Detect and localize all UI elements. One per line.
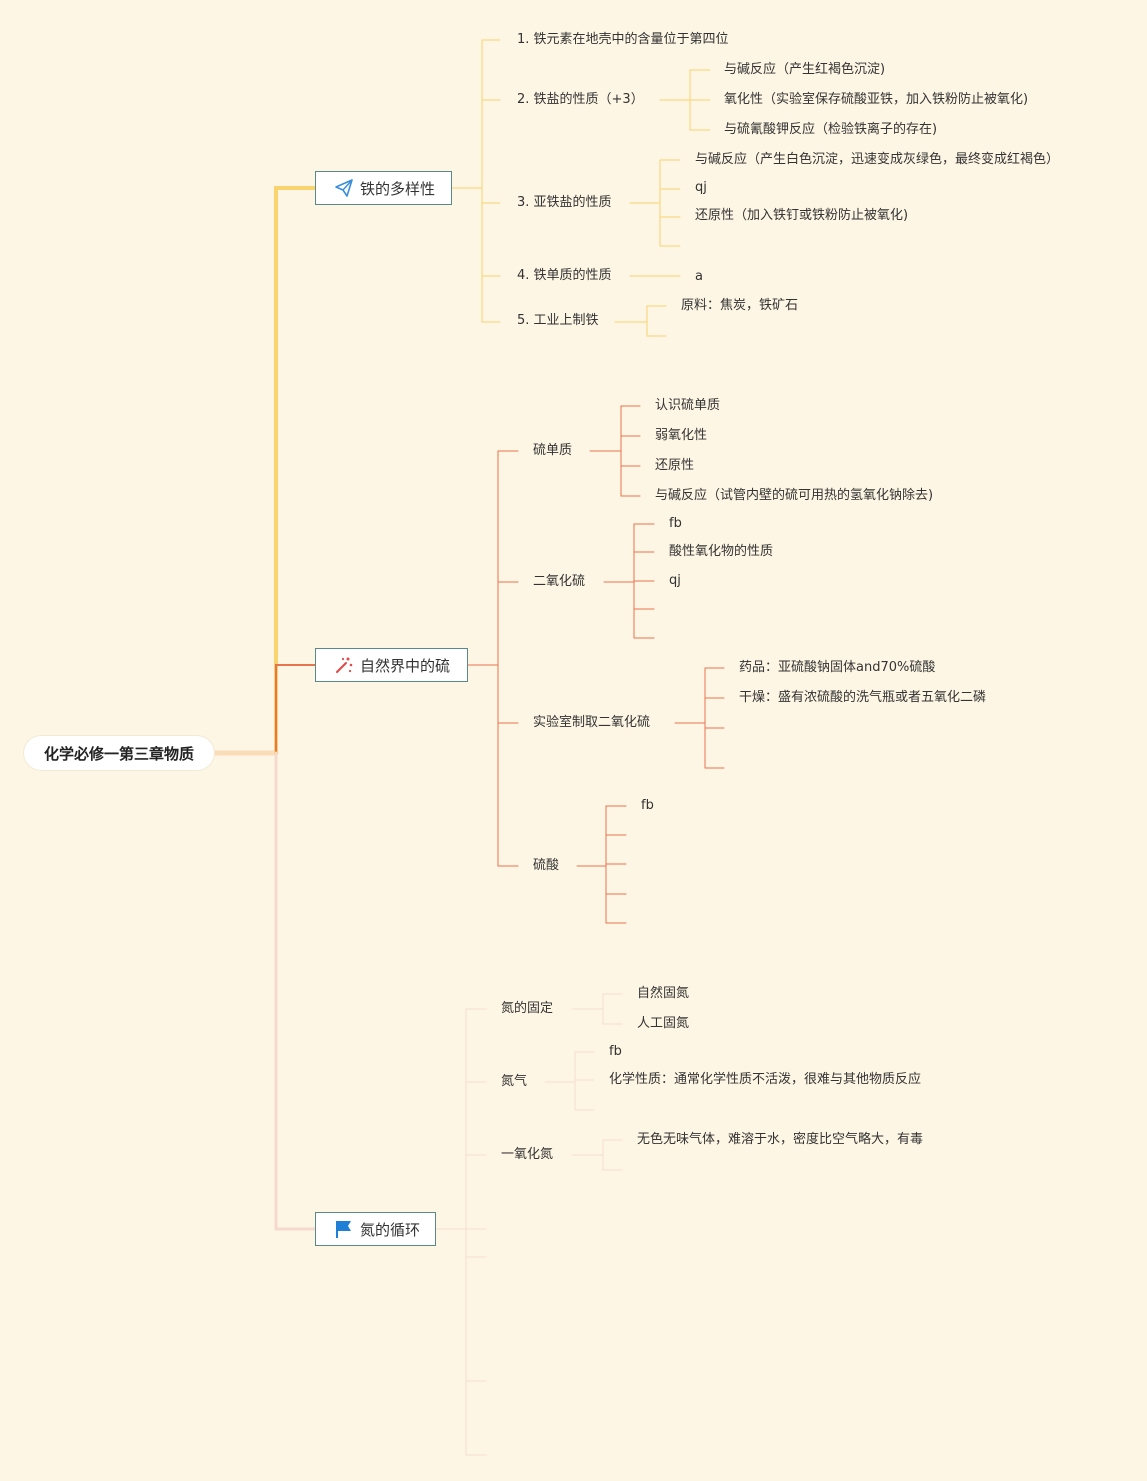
subtopic[interactable]: 与硫氰酸钾反应（检验铁离子的存在) — [724, 122, 938, 137]
main-node-label: 自然界中的硫 — [360, 656, 451, 675]
flag-icon — [334, 1219, 354, 1239]
topic-nitrogen-gas[interactable]: 氮气 — [501, 1074, 528, 1089]
subtopic[interactable]: 人工固氮 — [637, 1016, 690, 1031]
subtopic[interactable]: 氧化性（实验室保存硫酸亚铁，加入铁粉防止被氧化) — [724, 92, 1029, 107]
subtopic[interactable]: fb — [669, 516, 682, 531]
subtopic[interactable]: 认识硫单质 — [655, 398, 721, 413]
subtopic[interactable]: fb — [641, 798, 654, 813]
topic-sulfuric-acid[interactable]: 硫酸 — [533, 858, 560, 873]
topic-nitrogen-fixation[interactable]: 氮的固定 — [501, 1001, 554, 1016]
main-node-nitrogen[interactable]: 氮的循环 — [315, 1212, 436, 1246]
topic-sulfur-element[interactable]: 硫单质 — [533, 443, 573, 458]
subtopic[interactable]: 弱氧化性 — [655, 428, 708, 443]
topic-ferrous-salt[interactable]: 3. 亚铁盐的性质 — [517, 195, 612, 210]
main-node-label: 氮的循环 — [360, 1220, 421, 1239]
topic-sulfur-dioxide[interactable]: 二氧化硫 — [533, 574, 586, 589]
topic-iron-content[interactable]: 1. 铁元素在地壳中的含量位于第四位 — [517, 32, 729, 47]
subtopic[interactable]: a — [695, 269, 703, 284]
subtopic[interactable]: 药品：亚硫酸钠固体and70%硫酸 — [739, 660, 936, 675]
topic-iron-element[interactable]: 4. 铁单质的性质 — [517, 268, 612, 283]
subtopic[interactable]: 干燥：盛有浓硫酸的洗气瓶或者五氧化二磷 — [739, 690, 987, 705]
iron-connectors — [451, 39, 711, 337]
paper-plane-icon — [334, 178, 354, 198]
subtopic[interactable]: 与碱反应（产生白色沉淀，迅速变成灰绿色，最终变成红褐色） — [695, 152, 1060, 167]
root-connectors — [211, 186, 317, 1231]
subtopic[interactable]: 还原性（加入铁钉或铁粉防止被氧化) — [695, 208, 909, 223]
subtopic[interactable]: 与碱反应（试管内壁的硫可用热的氢氧化钠除去) — [655, 488, 934, 503]
nitrogen-connectors — [435, 993, 623, 1456]
main-node-sulfur[interactable]: 自然界中的硫 — [315, 648, 468, 682]
root-node[interactable]: 化学必修一第三章物质 — [24, 736, 214, 770]
subtopic[interactable]: 无色无味气体，难溶于水，密度比空气略大，有毒 — [637, 1132, 924, 1147]
main-node-label: 铁的多样性 — [360, 179, 436, 198]
subtopic[interactable]: qj — [669, 573, 681, 588]
sulfur-connectors — [467, 405, 725, 924]
subtopic[interactable]: qj — [695, 180, 707, 195]
subtopic[interactable]: 原料：焦炭，铁矿石 — [681, 298, 799, 313]
topic-ferric-salt[interactable]: 2. 铁盐的性质（+3） — [517, 92, 644, 107]
sparkle-icon — [334, 655, 354, 675]
topic-lab-so2[interactable]: 实验室制取二氧化硫 — [533, 715, 651, 730]
subtopic[interactable]: 自然固氮 — [637, 986, 690, 1001]
topic-nitric-oxide[interactable]: 一氧化氮 — [501, 1147, 554, 1162]
subtopic[interactable]: 酸性氧化物的性质 — [669, 544, 774, 559]
subtopic[interactable]: 还原性 — [655, 458, 695, 473]
main-node-iron[interactable]: 铁的多样性 — [315, 171, 452, 205]
topic-industrial-iron[interactable]: 5. 工业上制铁 — [517, 313, 599, 328]
subtopic[interactable]: 化学性质：通常化学性质不活泼，很难与其他物质反应 — [609, 1072, 922, 1087]
subtopic[interactable]: 与碱反应（产生红褐色沉淀) — [724, 62, 886, 77]
subtopic[interactable]: fb — [609, 1044, 622, 1059]
